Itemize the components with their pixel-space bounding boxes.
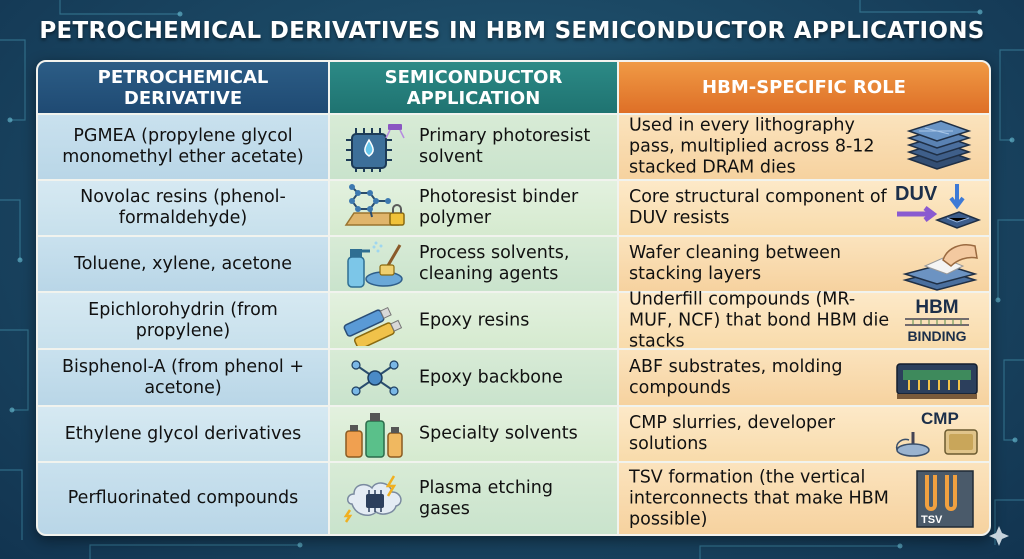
derivative-cell: Ethylene glycol derivatives bbox=[38, 407, 330, 463]
role-text: CMP slurries, developer solutions bbox=[629, 413, 836, 454]
application-text: Specialty solvents bbox=[419, 423, 578, 444]
application-cell: Specialty solvents bbox=[330, 407, 619, 463]
role-text: TSV formation (the vertical interconnect… bbox=[629, 467, 889, 529]
role-cell: CMP slurries, developer solutions CMP bbox=[619, 407, 989, 463]
table-row: Bisphenol-A (from phenol + acetone) Epox… bbox=[38, 350, 989, 407]
application-text: Epoxy resins bbox=[419, 310, 530, 330]
bottles-icon bbox=[345, 413, 403, 458]
table-row: Epichlorohydrin (from propylene) Epoxy r… bbox=[38, 289, 989, 351]
role-cell: Underfill compounds (MR-MUF, NCF) that b… bbox=[619, 289, 989, 351]
application-cell: Process solvents, cleaning agents bbox=[330, 237, 619, 293]
tsv-icon: TSV bbox=[916, 469, 974, 528]
derivative-cell: Epichlorohydrin (from propylene) bbox=[38, 293, 330, 350]
table-header-row: PETROCHEMICAL DERIVATIVE SEMICONDUCTOR A… bbox=[38, 62, 989, 115]
svg-text:BINDING: BINDING bbox=[907, 328, 966, 344]
table-row: Toluene, xylene, acetone Process solvent… bbox=[38, 237, 989, 293]
application-cell: Plasma etching gases bbox=[330, 463, 619, 534]
header-application: SEMICONDUCTOR APPLICATION bbox=[330, 62, 619, 115]
molecule-icon bbox=[351, 359, 399, 396]
application-text: Primary photoresist solvent bbox=[419, 126, 591, 167]
svg-text:DUV: DUV bbox=[895, 183, 938, 205]
application-text: Epoxy backbone bbox=[419, 367, 563, 387]
role-cell: Used in every lithography pass, multipli… bbox=[619, 115, 989, 181]
derivative-cell: Toluene, xylene, acetone bbox=[38, 237, 330, 293]
role-cell: ABF substrates, molding compounds bbox=[619, 350, 989, 407]
role-text: Wafer cleaning between stacking layers bbox=[629, 243, 841, 284]
table-row: Novolac resins (phenol-formaldehyde) Pho… bbox=[38, 181, 989, 237]
header-role: HBM-SPECIFIC ROLE bbox=[619, 62, 989, 115]
application-text: Photoresist binder polymer bbox=[419, 187, 579, 228]
svg-text:TSV: TSV bbox=[921, 514, 943, 526]
page-title: PETROCHEMICAL DERIVATIVES IN HBM SEMICON… bbox=[39, 18, 985, 44]
molecule-lock-icon bbox=[344, 184, 405, 226]
application-cell: Photoresist binder polymer bbox=[330, 181, 619, 237]
epoxy-tubes-icon bbox=[343, 306, 403, 346]
derivative-cell: Novolac resins (phenol-formaldehyde) bbox=[38, 181, 330, 237]
application-text: Process solvents, cleaning agents bbox=[419, 243, 570, 284]
duv-icon: DUV bbox=[895, 183, 982, 229]
sparkle-icon bbox=[989, 526, 1009, 546]
cmp-icon: CMP bbox=[895, 409, 978, 457]
application-text: Plasma etching gases bbox=[419, 477, 553, 519]
spray-brush-icon bbox=[347, 241, 403, 288]
stacked-dies-icon bbox=[906, 120, 972, 170]
wafer-cleaning-icon bbox=[902, 244, 978, 291]
derivative-cell: PGMEA (propylene glycol monomethyl ether… bbox=[38, 115, 330, 181]
application-cell: Epoxy resins bbox=[330, 293, 619, 350]
photoresist-chip-icon bbox=[346, 124, 405, 172]
role-cell: Wafer cleaning between stacking layers bbox=[619, 237, 989, 293]
table-row: Perfluorinated compounds Plasma etching … bbox=[38, 463, 989, 534]
svg-text:CMP: CMP bbox=[921, 409, 959, 428]
comparison-table: PETROCHEMICAL DERIVATIVE SEMICONDUCTOR A… bbox=[36, 60, 991, 536]
role-text: Underfill compounds (MR-MUF, NCF) that b… bbox=[629, 289, 890, 351]
role-cell: Core structural component of DUV resists… bbox=[619, 181, 989, 237]
role-text: Used in every lithography pass, multipli… bbox=[629, 115, 875, 178]
plasma-chip-icon bbox=[343, 474, 402, 523]
derivative-cell: Bisphenol-A (from phenol + acetone) bbox=[38, 350, 330, 407]
role-text: Core structural component of DUV resists bbox=[629, 187, 887, 228]
role-cell: TSV formation (the vertical interconnect… bbox=[619, 463, 989, 534]
header-derivative: PETROCHEMICAL DERIVATIVE bbox=[38, 62, 330, 115]
svg-text:HBM: HBM bbox=[915, 297, 958, 318]
table-row: PGMEA (propylene glycol monomethyl ether… bbox=[38, 115, 989, 181]
role-text: ABF substrates, molding compounds bbox=[629, 356, 843, 398]
hbm-binding-icon: HBM BINDING bbox=[905, 297, 969, 344]
application-cell: Primary photoresist solvent bbox=[330, 115, 619, 181]
substrate-icon bbox=[896, 362, 978, 399]
derivative-cell: Perfluorinated compounds bbox=[38, 463, 330, 534]
table-row: Ethylene glycol derivatives Specialty so… bbox=[38, 407, 989, 463]
application-cell: Epoxy backbone bbox=[330, 350, 619, 407]
